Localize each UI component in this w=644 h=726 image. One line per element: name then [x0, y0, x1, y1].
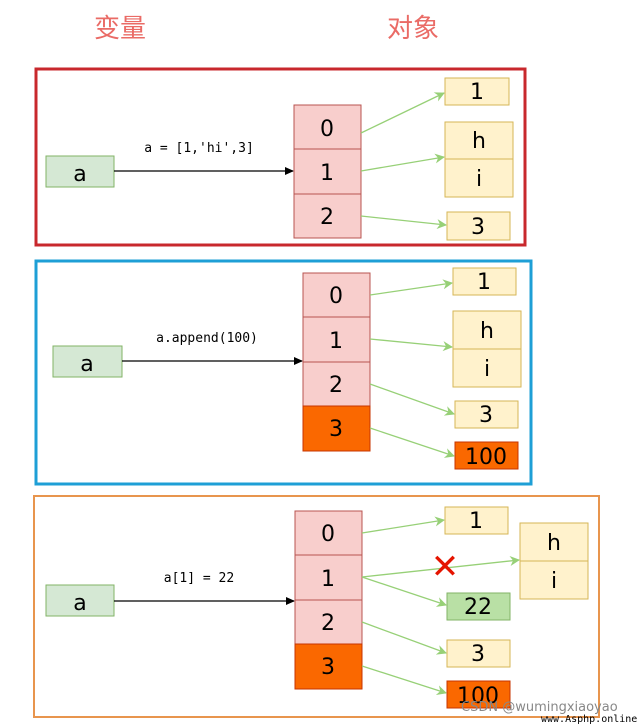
removed-pointer-arrow: [361, 555, 520, 578]
pointer-arrow: [361, 621, 447, 655]
index-label-3: 3: [329, 417, 343, 442]
object-label-i: i: [476, 167, 482, 192]
object-label-100: 100: [465, 445, 507, 470]
pointer-arrow: [369, 279, 453, 296]
pointer-arrow: [369, 383, 455, 416]
object-int-1: [444, 77, 510, 106]
pointer-arrow: [360, 215, 447, 230]
list-index-2: [293, 193, 362, 239]
code-label: a[1] = 22: [164, 571, 234, 586]
object-int-3: [454, 400, 519, 429]
code-label: a.append(100): [156, 331, 258, 346]
pointer-arrow: [369, 427, 455, 458]
index-label-2: 2: [321, 611, 335, 636]
code-label: a = [1,'hi',3]: [144, 141, 254, 156]
object-label-i: i: [551, 569, 557, 594]
object-int-1: [444, 506, 509, 535]
list-index-3-new: [294, 643, 363, 690]
list-index-2: [302, 361, 371, 407]
watermark: CSDN @wumingxiaoyao: [461, 700, 618, 715]
object-int-3: [446, 639, 511, 668]
object-str-i: [444, 158, 514, 198]
object-int-22-new: [446, 592, 511, 621]
object-label-1: 1: [469, 509, 483, 534]
object-str-h: [452, 310, 522, 350]
list-index-1: [294, 554, 363, 601]
object-str-i: [519, 560, 589, 600]
variable-label: a: [80, 352, 93, 377]
object-label-h: h: [480, 319, 494, 344]
variable-label: a: [73, 591, 86, 616]
pointer-arrow: [361, 665, 447, 696]
object-label-1: 1: [470, 80, 484, 105]
object-label-3: 3: [471, 215, 485, 240]
panel-initial-list: a a = [1,'hi',3] 0 1 2 1 h i 3: [34, 67, 527, 247]
variable-label: a: [73, 162, 86, 187]
index-label-2: 2: [320, 205, 334, 230]
list-index-1: [293, 148, 362, 195]
index-label-1: 1: [320, 161, 334, 186]
object-int-100: [454, 441, 519, 470]
object-label-h: h: [547, 531, 561, 556]
object-label-22: 22: [464, 595, 492, 620]
variable-header: 变量: [94, 14, 146, 44]
index-label-1: 1: [329, 329, 343, 354]
object-header: 对象: [387, 14, 439, 44]
object-int-100: [446, 680, 511, 709]
index-label-0: 0: [320, 117, 334, 142]
object-label-1: 1: [477, 270, 491, 295]
object-int-3: [446, 211, 511, 241]
panel-assign: a a[1] = 22 0 1 2 3 1 h i 22 3 100 ✕: [33, 495, 600, 718]
pointer-arrow: [360, 92, 445, 134]
list-index-0: [293, 104, 362, 150]
index-label-0: 0: [329, 284, 343, 309]
index-label-0: 0: [321, 522, 335, 547]
object-label-100: 100: [457, 684, 499, 709]
pointer-arrow: [361, 516, 445, 534]
list-index-0: [302, 272, 371, 318]
panel-border: [34, 259, 533, 486]
object-str-h: [444, 121, 514, 160]
index-label-1: 1: [321, 567, 335, 592]
index-label-2: 2: [329, 373, 343, 398]
object-label-3: 3: [479, 403, 493, 428]
panel-append: a a.append(100) 0 1 2 3 1 h i 3 100: [34, 259, 533, 486]
watermark-site: www.Asphp.online: [541, 714, 637, 725]
index-label-3: 3: [321, 655, 335, 680]
object-label-h: h: [472, 129, 486, 154]
variable-box: [45, 155, 115, 188]
object-int-1: [452, 267, 517, 296]
pointer-arrow: [360, 153, 445, 172]
pointer-arrow: [369, 338, 453, 352]
pointer-arrow: [361, 576, 447, 607]
panel-border: [34, 67, 527, 247]
panel-border: [33, 495, 600, 718]
object-str-i: [452, 348, 522, 388]
object-label-i: i: [484, 357, 490, 382]
variable-box: [52, 345, 123, 378]
object-label-3: 3: [471, 642, 485, 667]
cross-icon: ✕: [431, 547, 460, 587]
